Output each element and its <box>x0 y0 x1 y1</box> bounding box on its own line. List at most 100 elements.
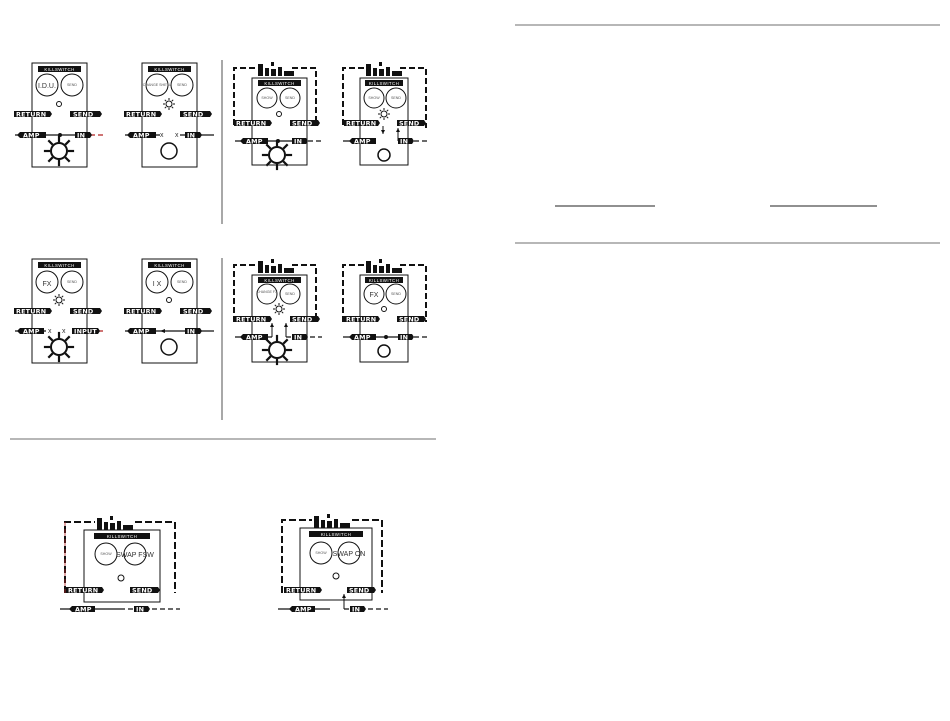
footswitch-off <box>160 142 178 160</box>
knob-left <box>256 87 278 109</box>
amp-tag: AMP <box>240 137 268 145</box>
diagram-9: KILLSWITCH SHOW SWAP FSW RETURN SEND AMP… <box>60 516 180 613</box>
return-tag: RETURN <box>234 119 272 127</box>
knob-left <box>309 541 333 565</box>
in-tag: IN <box>350 605 366 613</box>
led <box>56 101 62 107</box>
svg-text:AMP: AMP <box>354 137 371 145</box>
in-tag: IN <box>398 137 414 145</box>
knob-left-label: CHANGE SHE'LL <box>143 83 171 87</box>
diagram-10: KILLSWITCH SHOW SWAP ON RETURN SEND AMP … <box>278 514 388 613</box>
svg-text:AMP: AMP <box>23 327 40 335</box>
svg-text:IN: IN <box>352 605 360 613</box>
return-tag: RETURN <box>66 586 104 594</box>
knob-right-label: SEND <box>67 280 77 284</box>
svg-text:AMP: AMP <box>295 605 312 613</box>
svg-text:AMP: AMP <box>133 131 150 139</box>
knob-right-label: SEND <box>285 292 295 296</box>
knob-left <box>94 542 118 566</box>
led <box>166 297 172 303</box>
amp-tag: AMP <box>69 605 95 613</box>
svg-text:AMP: AMP <box>246 137 263 145</box>
pedal-header <box>38 66 81 72</box>
return-tag: RETURN <box>124 110 162 118</box>
pedal-header <box>148 66 191 72</box>
knob-left-label: SHOW <box>100 552 112 556</box>
pedal-header-label: KILLSWITCH <box>44 67 74 72</box>
led <box>276 111 282 117</box>
svg-text:RETURN: RETURN <box>126 110 156 118</box>
svg-text:IN: IN <box>400 333 408 341</box>
svg-text:RETURN: RETURN <box>286 586 316 594</box>
in-tag: IN <box>292 333 308 341</box>
svg-text:SEND: SEND <box>73 110 93 118</box>
knob-right-label: SEND <box>391 96 401 100</box>
footswitch-lit-icon <box>43 135 75 167</box>
pedal-header-label: KILLSWITCH <box>369 81 399 86</box>
pedal-header-label: KILLSWITCH <box>264 278 294 283</box>
svg-text:SEND: SEND <box>183 110 203 118</box>
in-tag: IN <box>292 137 308 145</box>
return-tag: RETURN <box>344 315 380 323</box>
amp-icon <box>258 62 294 76</box>
send-tag: SEND <box>397 119 426 127</box>
return-tag: RETURN <box>344 119 380 127</box>
led <box>117 574 125 582</box>
svg-text:AMP: AMP <box>354 333 371 341</box>
amp-icon <box>258 259 294 273</box>
pedal-header <box>365 80 403 86</box>
return-tag: RETURN <box>284 586 322 594</box>
amp-tag: AMP <box>127 131 156 139</box>
send-tag: SEND <box>180 307 212 315</box>
pedal-header <box>365 277 403 283</box>
send-tag: SEND <box>290 119 320 127</box>
svg-text:AMP: AMP <box>246 333 263 341</box>
footswitch-off <box>160 338 178 356</box>
amp-tag: AMP <box>289 605 315 613</box>
diagram-7: KILLSWITCH CHANGE FX SEND RETURN SEND AM… <box>233 259 322 366</box>
amp-icon <box>366 259 402 273</box>
pedal-header <box>258 80 301 86</box>
svg-text:IN: IN <box>77 131 85 139</box>
knob-right <box>170 73 194 97</box>
pedal-header <box>309 531 363 537</box>
svg-text:IN: IN <box>187 131 195 139</box>
pedal-header-label: KILLSWITCH <box>107 534 137 539</box>
knob-left-label: FX <box>43 281 52 288</box>
pedal-header-label: KILLSWITCH <box>321 532 351 537</box>
svg-text:x: x <box>62 328 66 335</box>
knob-right-label: SEND <box>177 280 187 284</box>
knob-right-label: SWAP FSW <box>116 552 154 559</box>
diagram-3: KILLSWITCH SHOW SEND RETURN SEND AMP IN <box>233 62 322 171</box>
divider-lines <box>10 24 940 440</box>
svg-text:x: x <box>160 132 164 139</box>
send-tag: SEND <box>130 586 160 594</box>
amp-tag: AMP <box>349 333 376 341</box>
send-tag: SEND <box>180 110 212 118</box>
amp-tag: AMP <box>127 327 156 335</box>
led <box>332 572 340 580</box>
svg-text:x: x <box>48 328 52 335</box>
knob-right <box>385 87 407 109</box>
knob-left-label: CHANGE FX <box>257 290 279 294</box>
svg-text:IN: IN <box>294 333 302 341</box>
amp-icon <box>366 62 402 76</box>
svg-text:IN: IN <box>187 327 195 335</box>
knob-left <box>256 283 278 305</box>
diagram-5: KILLSWITCH FX SEND RETURN SEND x x AMP I… <box>14 258 104 364</box>
send-tag: SEND <box>70 110 102 118</box>
send-tag: SEND <box>347 586 376 594</box>
pedal-header <box>94 533 150 539</box>
svg-text:SEND: SEND <box>73 307 93 315</box>
amp-tag: AMP <box>17 327 44 335</box>
send-tag: SEND <box>290 315 320 323</box>
svg-text:SEND: SEND <box>399 119 419 127</box>
pedal-header <box>148 262 191 268</box>
footswitch-off <box>377 148 391 162</box>
input-tag: INPUT <box>72 327 100 335</box>
footswitch-lit-icon <box>43 331 75 363</box>
amp-tag: AMP <box>17 131 46 139</box>
knob-left <box>145 73 169 97</box>
diagram-2: KILLSWITCH CHANGE SHE'LL SEND RETURN SEN… <box>124 62 214 168</box>
